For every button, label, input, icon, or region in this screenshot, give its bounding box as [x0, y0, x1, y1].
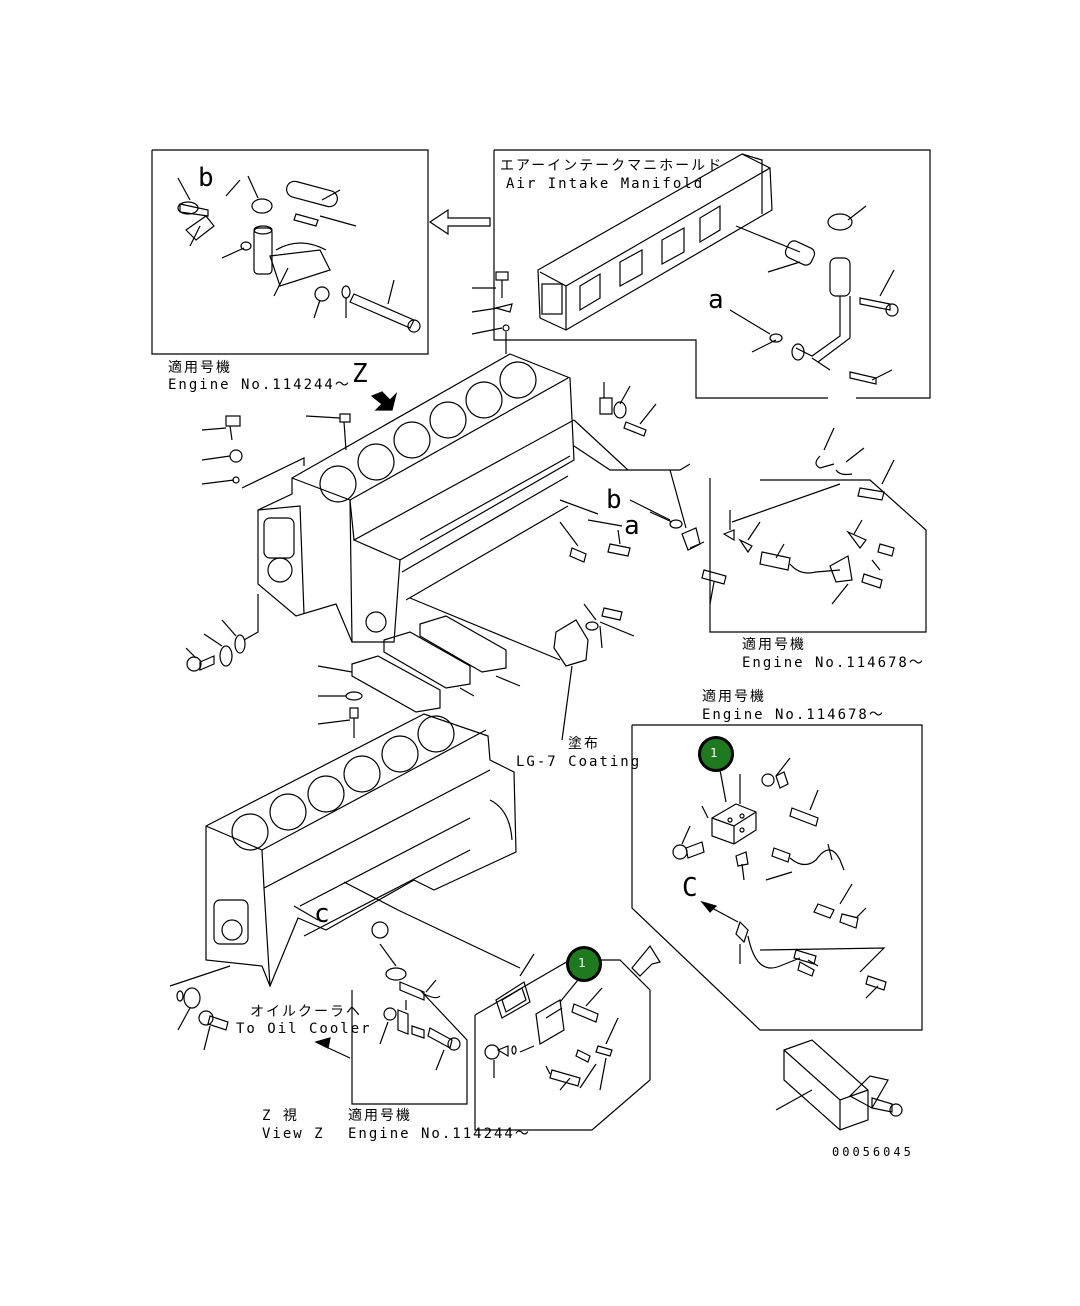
- oil-cooler-label-en: To Oil Cooler: [236, 1021, 372, 1037]
- view-z-label-jp: Z 視: [262, 1108, 299, 1124]
- frame-top-left: [151, 149, 429, 355]
- view-z-parts: [314, 1000, 461, 1071]
- callout-leader-2: [559, 979, 579, 1003]
- arrow-up-right: [631, 944, 661, 977]
- air-intake-manifold: [537, 153, 899, 385]
- applicable-label-3: 適用号機: [702, 689, 766, 705]
- bracket-assembly-lower: [484, 987, 619, 1091]
- coating-label-jp: 塗布: [568, 736, 600, 752]
- frame-lower-right: [631, 724, 923, 1031]
- callout-number: 1: [710, 746, 718, 760]
- drawing-number: 00056045: [832, 1145, 914, 1159]
- applicable-label-1: 適用号機: [168, 360, 232, 376]
- sensor-assembly-mid: [629, 427, 895, 605]
- engine-no-label-1: Engine No.114244〜: [168, 377, 351, 393]
- coating-label-en: LG-7 Coating: [516, 754, 642, 770]
- ref-letter-a-2: a: [624, 511, 640, 541]
- frame-view-z: [351, 989, 468, 1105]
- view-z-label-en: View Z: [262, 1126, 325, 1142]
- air-intake-label-en: Air Intake Manifold: [506, 176, 705, 192]
- oil-cooler-label-jp: オイルクーラヘ: [250, 1004, 362, 1020]
- applicable-label-4: 適用号機: [348, 1108, 412, 1124]
- engine-no-label-3: Engine No.114678〜: [702, 707, 885, 723]
- ref-letter-a-1: a: [708, 285, 724, 315]
- top-left-parts: [177, 175, 421, 333]
- frame-mid-right: [709, 478, 927, 633]
- sensor-block-lower-right: [672, 757, 887, 999]
- part-callout-1-lower[interactable]: 1: [566, 946, 602, 982]
- ref-letter-c-2: C: [682, 873, 698, 903]
- z-view-marker: Z: [352, 359, 368, 389]
- ref-letter-c-1: c: [314, 899, 330, 929]
- part-callout-1-upper[interactable]: 1: [698, 736, 734, 772]
- callout-number: 1: [578, 956, 586, 970]
- engine-no-label-4: Engine No.114244〜: [348, 1126, 531, 1142]
- frame-lower-mid: [474, 959, 651, 1131]
- arrow-to-box: [428, 208, 491, 236]
- applicable-label-2: 適用号機: [742, 637, 806, 653]
- frame-top-right: [493, 149, 931, 399]
- air-intake-label-jp: エアーインテークマニホールド: [500, 158, 724, 174]
- upper-engine-block: [185, 271, 691, 741]
- lower-engine-block: [169, 713, 535, 1051]
- ref-letter-b-2: b: [606, 485, 622, 515]
- engine-no-label-2: Engine No.114678〜: [742, 655, 925, 671]
- tool-part: [775, 1039, 903, 1131]
- callout-leader-1: [719, 769, 727, 803]
- ref-letter-b-1: b: [198, 163, 214, 193]
